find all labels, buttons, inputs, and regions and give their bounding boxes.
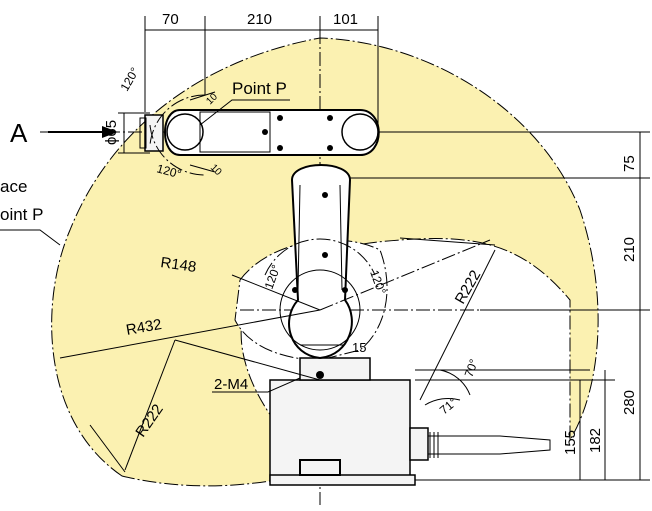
lower-arm — [288, 164, 353, 360]
diameter-label: ϕ65 — [103, 120, 120, 145]
dim-top-101: 101 — [333, 11, 358, 28]
upper-arm — [164, 109, 380, 156]
dim-top-210: 210 — [247, 11, 272, 28]
radius-r432: R432 — [125, 316, 163, 339]
dim-right-280: 280 — [621, 390, 638, 415]
cable-connector — [409, 427, 429, 461]
angle-tool-bottom: 120° — [155, 161, 183, 181]
dim-right-210: 210 — [621, 237, 638, 262]
radius-r148: R148 — [159, 254, 197, 276]
offset-label: 15 — [352, 340, 366, 355]
dim-right-182: 182 — [587, 428, 604, 453]
mount-label: 2-M4 — [214, 376, 248, 393]
angle-tool-top: 120° — [117, 65, 142, 94]
dim-right-155: 155 — [562, 430, 579, 455]
space-label-line2: oint P — [0, 205, 43, 224]
view-label-a: A — [10, 118, 28, 148]
tool-flange — [144, 114, 164, 152]
dim-right-75: 75 — [621, 155, 638, 172]
space-label-line1: ace — [0, 177, 27, 196]
angle-base-71: 71° — [437, 395, 460, 418]
dim-top-70: 70 — [162, 11, 179, 28]
radius-r222-right: R222 — [452, 267, 485, 307]
point-p-label: Point P — [232, 79, 287, 98]
angle-base-70: 70° — [462, 357, 481, 379]
